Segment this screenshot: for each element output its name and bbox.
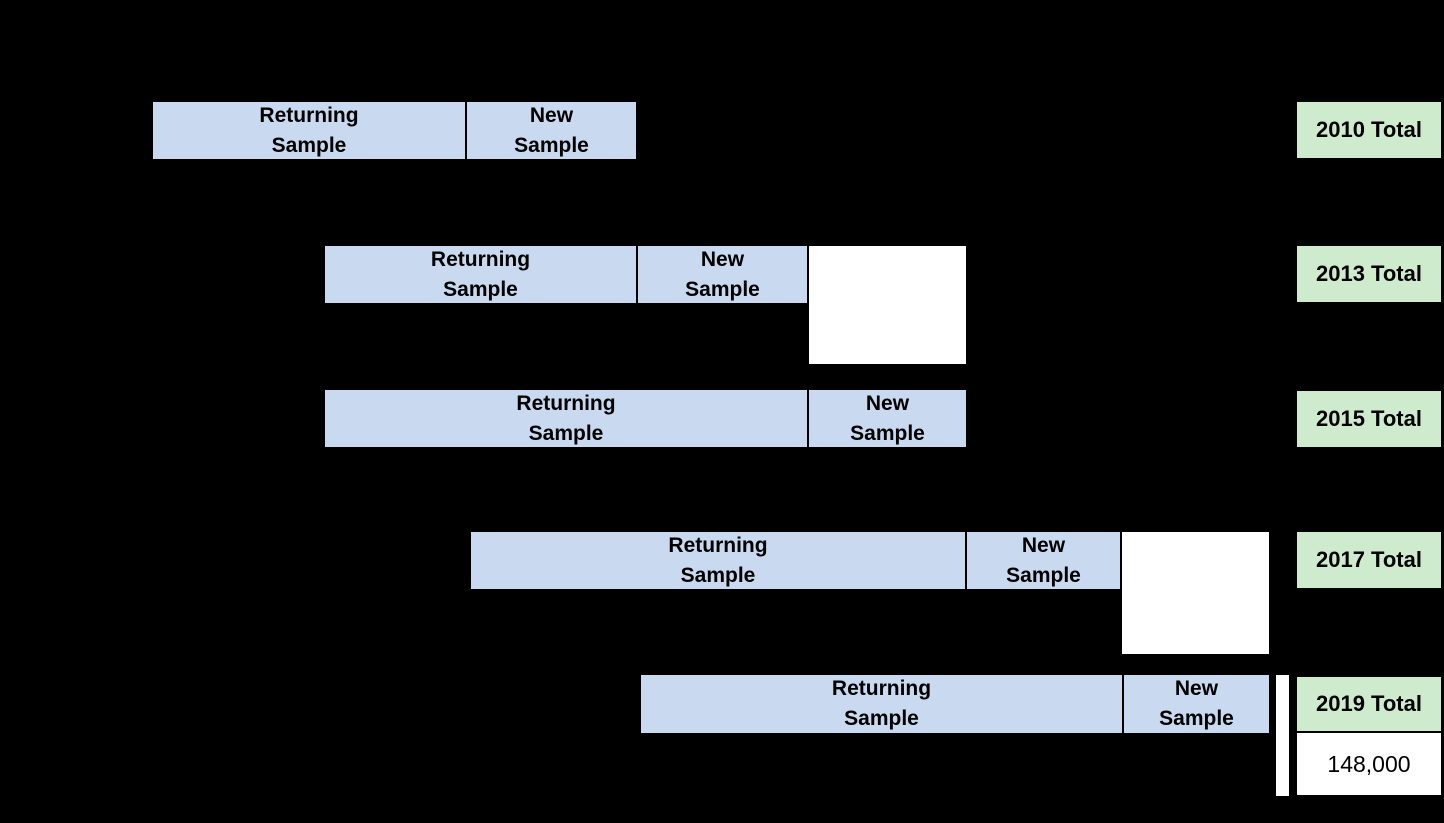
returning-sample-box-2017: Returning Sample xyxy=(469,530,967,591)
unlabeled-white-box-2013 xyxy=(807,244,968,366)
new-sample-box-2015: New Sample xyxy=(807,388,968,449)
new-sample-box-2017: New Sample xyxy=(965,530,1122,591)
returning-sample-box-2010: Returning Sample xyxy=(151,100,467,161)
total-box-2013: 2013 Total xyxy=(1295,244,1443,304)
total-box-2010: 2010 Total xyxy=(1295,100,1443,160)
returning-sample-box-2019: Returning Sample xyxy=(639,673,1124,735)
total-box-2019: 2019 Total xyxy=(1295,675,1443,733)
total-value-box-2019: 148,000 xyxy=(1295,731,1443,797)
new-sample-box-2013: New Sample xyxy=(636,244,809,305)
new-sample-box-2010: New Sample xyxy=(465,100,638,161)
returning-sample-box-2015: Returning Sample xyxy=(323,388,809,449)
unlabeled-white-box-2019 xyxy=(1274,673,1291,798)
returning-sample-box-2013: Returning Sample xyxy=(323,244,638,305)
new-sample-box-2019: New Sample xyxy=(1122,673,1271,735)
unlabeled-white-box-2017 xyxy=(1120,530,1271,656)
total-box-2017: 2017 Total xyxy=(1295,530,1443,590)
total-box-2015: 2015 Total xyxy=(1295,389,1443,449)
